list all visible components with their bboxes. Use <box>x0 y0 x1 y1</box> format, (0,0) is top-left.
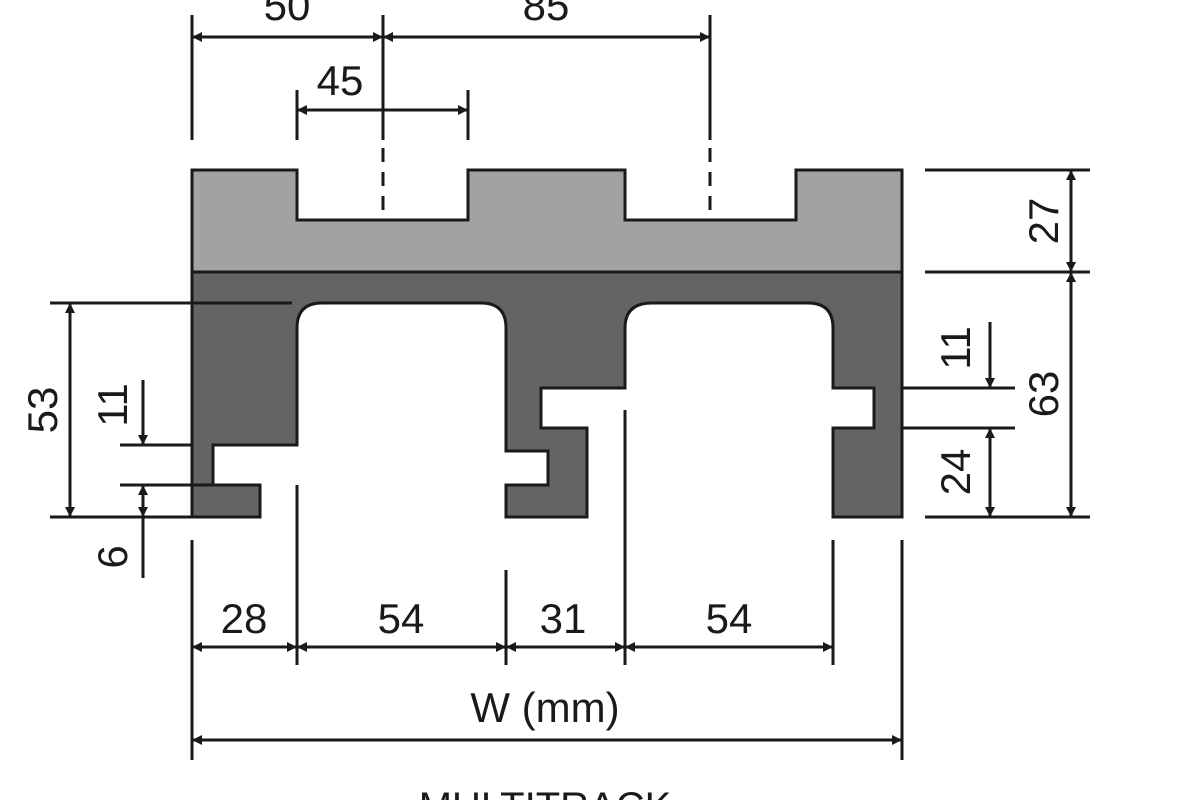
label-top-height: 27 <box>1020 198 1067 245</box>
drawing-caption: MULTITRACK <box>419 785 672 800</box>
left-dimensions: 53 11 6 <box>19 301 292 578</box>
label-centre-to-centre: 85 <box>523 0 570 29</box>
right-dimensions: 27 63 11 24 <box>902 168 1090 519</box>
label-left-overall-height: 53 <box>19 387 66 434</box>
label-right-slot-height: 11 <box>932 326 979 370</box>
label-overall-width: W (mm) <box>470 684 619 731</box>
label-edge-to-centre: 50 <box>264 0 311 29</box>
label-bottom-segment-2: 54 <box>378 595 425 642</box>
label-lower-height: 24 <box>932 449 979 496</box>
bottom-profile-shape <box>190 270 904 519</box>
label-bottom-segment-1: 28 <box>221 595 268 642</box>
label-left-foot-height: 6 <box>89 545 136 568</box>
label-left-slot-height: 11 <box>89 383 136 427</box>
profile-body <box>190 168 904 519</box>
label-bottom-segment-4: 54 <box>706 595 753 642</box>
top-dimensions: 50 85 45 <box>190 0 712 220</box>
top-profile-shape <box>190 168 904 274</box>
label-slot-width: 45 <box>317 57 364 104</box>
bottom-dimensions: 28 54 31 54 W (mm) <box>190 410 904 760</box>
label-bottom-height: 63 <box>1020 371 1067 418</box>
label-bottom-segment-3: 31 <box>540 595 587 642</box>
